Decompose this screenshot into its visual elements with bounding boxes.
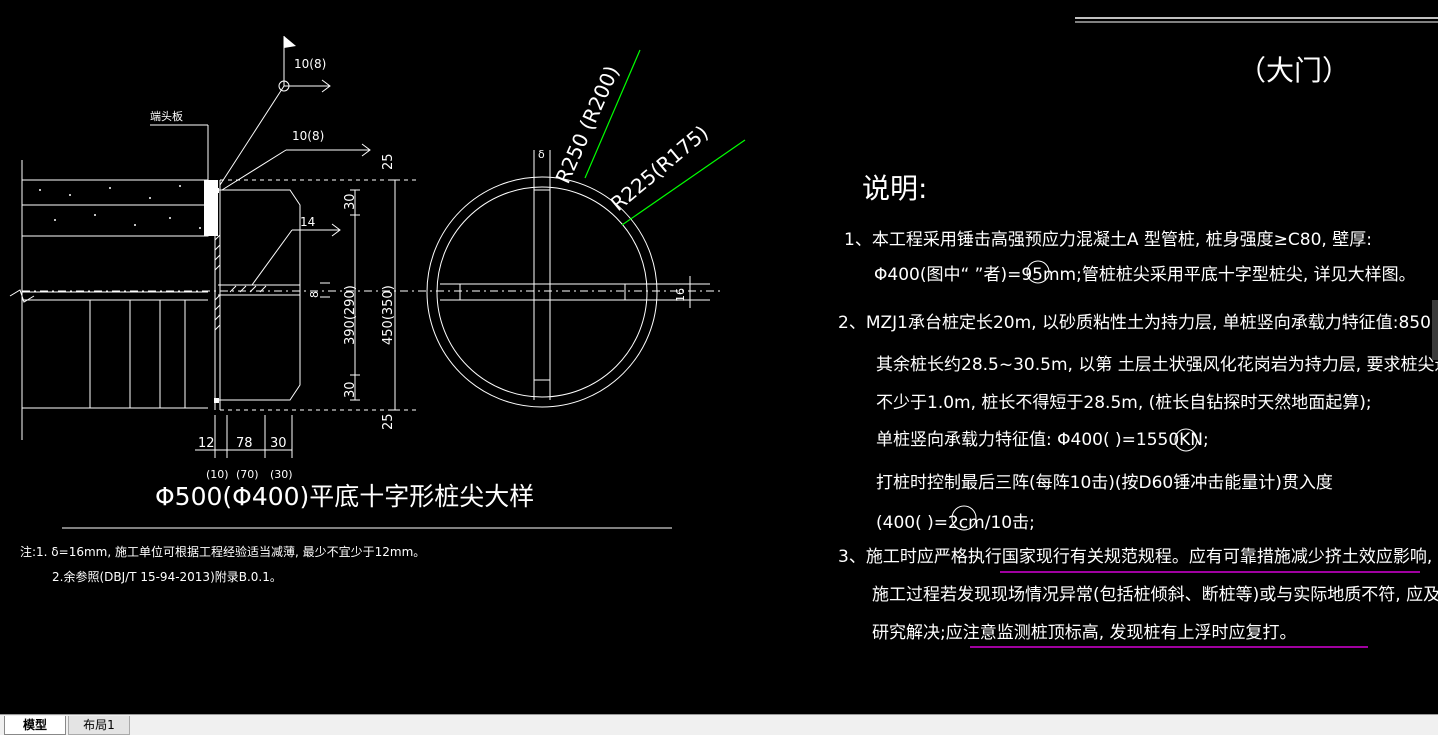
pile-section [9, 160, 209, 440]
note-2: 2.余参照(DBJ/T 15-94-2013)附录B.0.1。 [52, 569, 282, 584]
header-title: （大门） [1238, 54, 1350, 87]
dim-10p: (10) [206, 468, 229, 481]
dim-8: 8 [308, 291, 321, 298]
note-1: 注:1. δ=16mm, 施工单位可根据工程经验适当减薄, 最少不宜少于12mm… [20, 544, 425, 559]
r225-label: R225(R175) [606, 120, 713, 215]
explanation-line: Φ400(图中“ ”者)=95mm;管桩桩尖采用平底十字型桩尖, 详见大样图。 [874, 265, 1416, 285]
explanation-line: 其余桩长约28.5~30.5m, 以第 土层土状强风化花岗岩为持力层, 要求桩尖… [876, 355, 1438, 375]
dim-30-bot: 30 [343, 381, 358, 398]
bottom-dimensions [195, 415, 293, 458]
dim-78: 78 [236, 436, 253, 451]
dim-25-bot: 25 [381, 413, 396, 430]
explanation-line: 施工过程若发现现场情况异常(包括桩倾斜、断桩等)或与实际地质不符, 应及时通知设… [872, 585, 1438, 605]
end-plate-label: 端头板 [150, 109, 183, 123]
layout-tab-bar: 模型 布局1 [0, 714, 1438, 735]
pile-tip-plan [426, 150, 710, 408]
r250-leader [584, 49, 641, 179]
revision-clouds [951, 260, 1198, 531]
weld-leader-14 [251, 223, 341, 286]
r250-label: R250 (R200) [551, 62, 624, 187]
weld-label-top: 10(8) [294, 57, 326, 71]
r225-leader [621, 139, 746, 226]
explanation-line: 研究解决;应注意监测桩顶标高, 发现桩有上浮时应复打。 [872, 623, 1297, 643]
dim-30p: (30) [270, 468, 293, 481]
scrollbar[interactable] [1432, 300, 1438, 360]
explanation-line: 单桩竖向承载力特征值: Φ400( )=1550KN; [876, 430, 1209, 450]
vertical-dimensions [320, 179, 400, 411]
dim-450: 450(350) [381, 285, 396, 345]
tab-model[interactable]: 模型 [4, 716, 66, 735]
cad-drawing-canvas[interactable]: （大门） 端头板 [0, 0, 1438, 714]
weld-hatch [214, 234, 267, 331]
tab-layout1[interactable]: 布局1 [68, 716, 130, 735]
weld-label-mid: 10(8) [292, 129, 324, 143]
explanation-line: (400( )=2cm/10击; [876, 513, 1035, 533]
corner-mark [214, 398, 219, 403]
pile-tip-profile [214, 180, 301, 410]
dim-390: 390(290) [343, 285, 358, 345]
dim-12: 12 [198, 436, 215, 451]
dim-30-top: 30 [343, 193, 358, 210]
explanation-line: 不少于1.0m, 桩长不得短于28.5m, (桩长自钻探时天然地面起算); [876, 393, 1372, 413]
weld-flag [284, 36, 296, 48]
delta-label: δ [538, 148, 545, 161]
dim-16: 16 [674, 288, 687, 302]
weld-label-14: 14 [300, 215, 315, 229]
concrete-hatch [39, 185, 201, 229]
explanation-line: 3、施工时应严格执行国家现行有关规范规程。应有可靠措施减少挤土效应影响, 必要时… [838, 547, 1438, 567]
dim-25-top: 25 [381, 153, 396, 170]
corner-mark [214, 188, 219, 193]
explanation-heading: 说明: [862, 172, 927, 205]
dim-30: 30 [270, 436, 287, 451]
detail-title: Φ500(Φ400)平底十字形桩尖大样 [155, 482, 534, 511]
explanation-line: 1、本工程采用锤击高强预应力混凝土A 型管桩, 桩身强度≥C80, 壁厚: [844, 230, 1372, 250]
explanation-line: 2、MZJ1承台桩定长20m, 以砂质粘性土为持力层, 单桩竖向承载力特征值:8… [838, 313, 1438, 333]
dim-70p: (70) [236, 468, 259, 481]
explanation-line: 打桩时控制最后三阵(每阵10击)(按D60锤冲击能量计)贯入度 [876, 473, 1333, 493]
weld-leader-mid [221, 143, 371, 191]
